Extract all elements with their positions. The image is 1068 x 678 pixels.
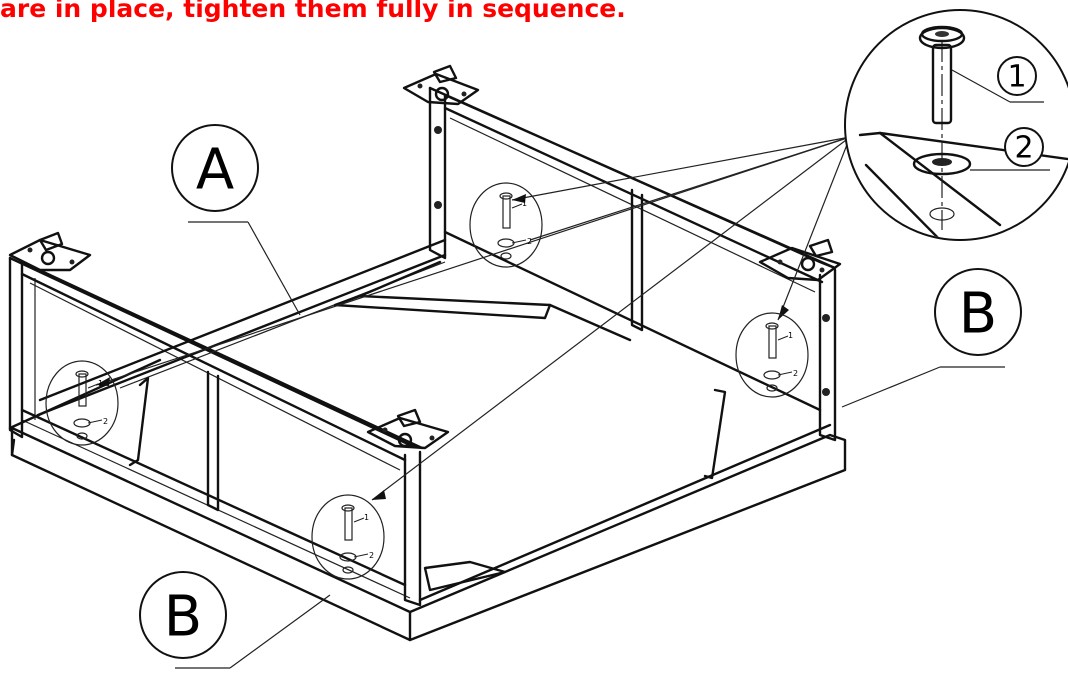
fastener-callout-right: 1 2 — [735, 312, 809, 398]
callout-part-a: A — [171, 124, 301, 316]
callout-part-b-left: B — [139, 571, 331, 669]
leader-lines — [95, 136, 851, 501]
mini-label-washer: 2 — [103, 417, 108, 426]
detail-label-bolt: 1 — [1007, 60, 1026, 95]
base-frame — [8, 358, 847, 642]
callout-part-b-right: B — [841, 268, 1022, 408]
fastener-callout-front: 1 2 — [311, 494, 385, 580]
instruction-text: are in place, tighten them fully in sequ… — [0, 0, 700, 28]
cross-member-a — [36, 238, 727, 592]
fastener-callout-left: 1 2 — [45, 360, 119, 446]
part-b-right-label: B — [959, 282, 997, 347]
left-side-frame — [8, 231, 450, 607]
mini-label-bolt: 1 — [522, 199, 527, 208]
mini-label-washer: 2 — [793, 369, 798, 378]
instruction-line: are in place, tighten them fully in sequ… — [0, 0, 626, 23]
mini-label-bolt: 1 — [788, 331, 793, 340]
mini-label-washer: 2 — [369, 551, 374, 560]
right-side-frame — [402, 64, 842, 442]
part-b-left-label: B — [164, 585, 202, 650]
mini-label-washer: 2 — [527, 237, 532, 246]
detail-label-washer: 2 — [1014, 131, 1033, 166]
part-a-label: A — [196, 138, 234, 203]
mini-label-bolt: 1 — [364, 513, 369, 522]
fastener-callout-back: 1 2 — [469, 182, 543, 268]
detail-view: 1 2 — [844, 9, 1068, 241]
mini-label-bolt: 1 — [98, 379, 103, 388]
